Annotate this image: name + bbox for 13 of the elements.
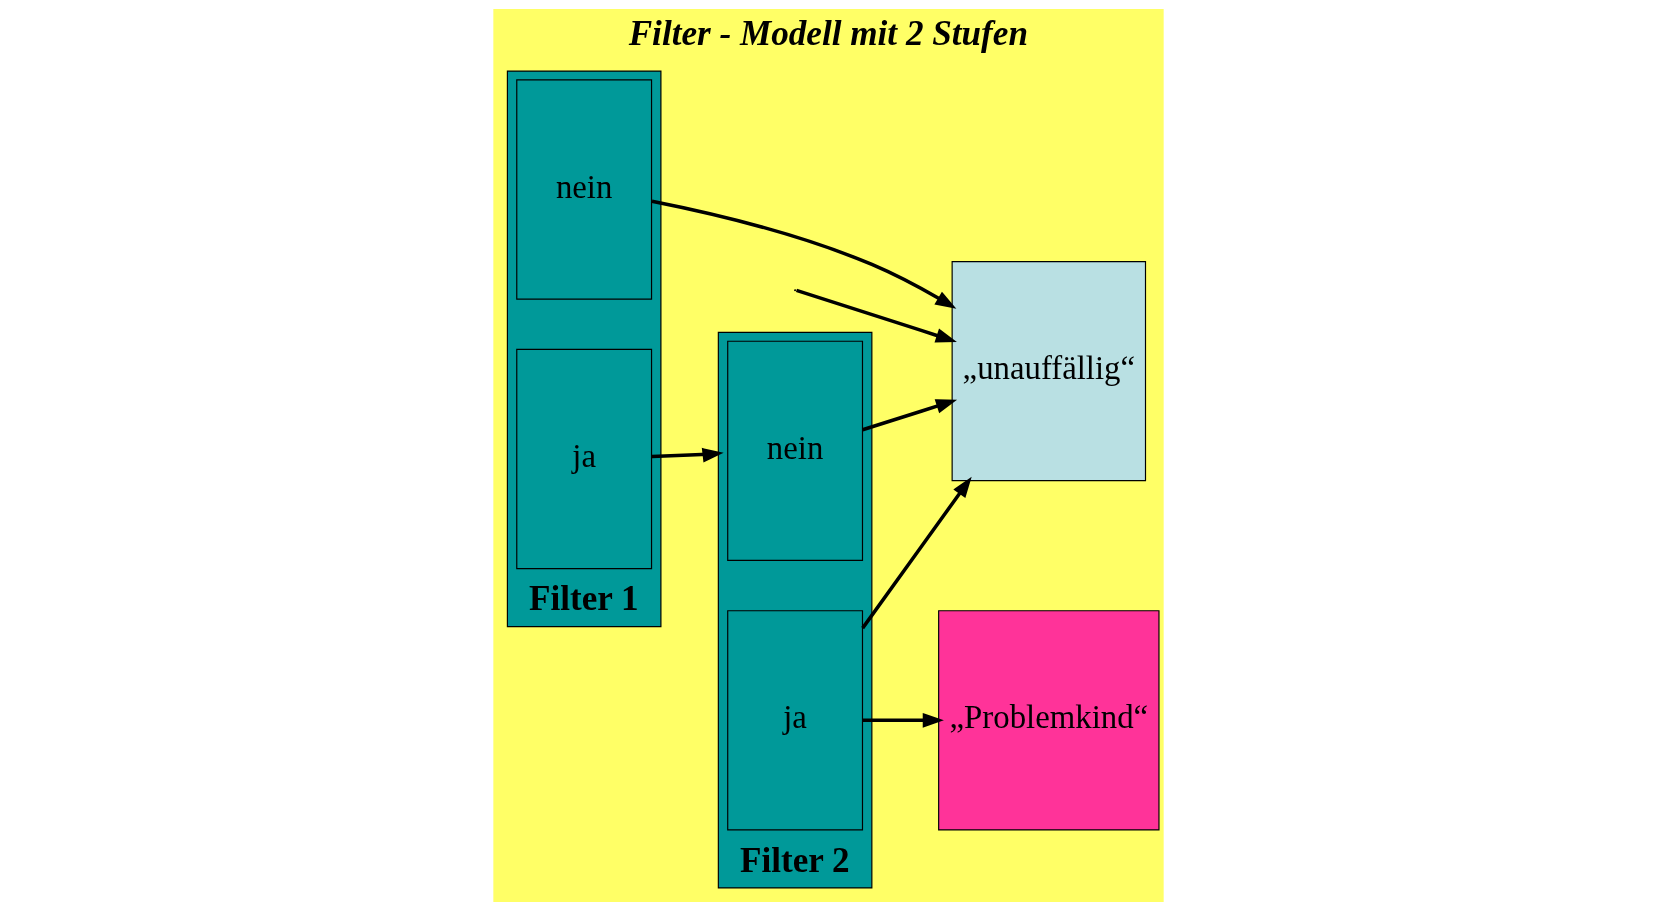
arrow bbox=[651, 447, 724, 463]
arrow bbox=[795, 288, 957, 342]
node-box: nein bbox=[516, 78, 653, 300]
node-box: „Problemkind“ bbox=[938, 609, 1160, 830]
arrow bbox=[862, 712, 944, 728]
diagram-title: Filter - Modell mit 2 Stufen bbox=[628, 13, 1028, 53]
node-box: nein bbox=[727, 340, 864, 561]
node-box: ja bbox=[727, 609, 864, 830]
node-box: „unauffällig“ bbox=[951, 260, 1147, 481]
arrow bbox=[651, 199, 957, 309]
arrow bbox=[862, 398, 958, 431]
arrow bbox=[861, 476, 972, 629]
node-box: ja bbox=[516, 348, 653, 569]
